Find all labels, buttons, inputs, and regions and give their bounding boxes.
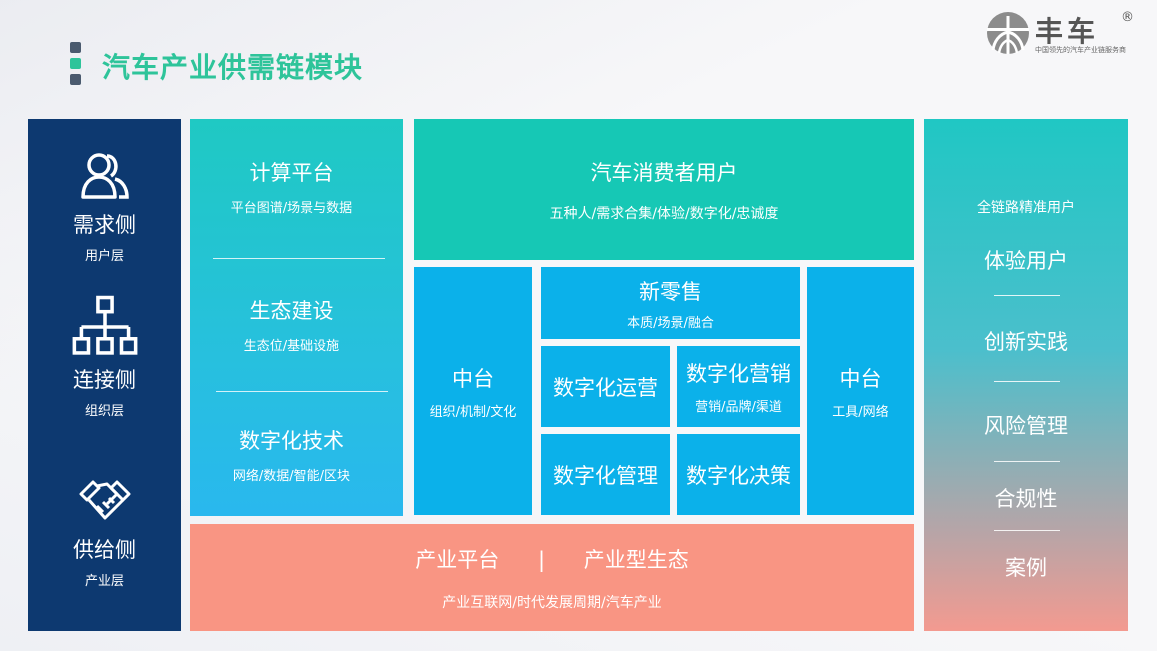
divider: [994, 461, 1060, 462]
divider: [213, 258, 385, 259]
right-heading: 全链路精准用户: [977, 200, 1075, 216]
left-column: 需求侧 用户层 连接侧 组织层 供给侧 产业层: [28, 119, 181, 631]
title-decoration: [70, 42, 82, 88]
industry-block: 产业平台 | 产业型生态 产业互联网/时代发展周期/汽车产业: [190, 524, 914, 631]
ops-title: 数字化运营: [553, 375, 658, 400]
middle-right-title: 中台: [839, 366, 882, 391]
new-retail: 新零售 本质/场景/融合: [541, 267, 800, 339]
management-title: 数字化管理: [553, 463, 658, 488]
compute-title: 计算平台: [249, 161, 334, 185]
ecology-subtitle: 生态位/基础设施: [243, 339, 340, 354]
marketing-subtitle: 营销/品牌/渠道: [695, 400, 782, 415]
connect-title: 连接侧: [73, 368, 136, 392]
connect-side: 连接侧 组织层: [28, 294, 181, 419]
marketing-title: 数字化营销: [686, 362, 791, 386]
users-icon: [80, 153, 129, 199]
digital-marketing: 数字化营销 营销/品牌/渠道: [677, 346, 800, 427]
right-item: 创新实践: [984, 330, 1068, 354]
page-title: 汽车产业供需链模块: [102, 51, 364, 84]
logo-tagline: 中国领先的汽车产业链服务商: [1035, 46, 1126, 54]
right-item: 风险管理: [984, 414, 1068, 438]
tech-subtitle: 网络/数据/智能/区块: [232, 469, 351, 484]
decision-title: 数字化决策: [686, 463, 791, 488]
demand-title: 需求侧: [73, 213, 136, 237]
ecology-building: 生态建设 生态位/基础设施: [190, 295, 393, 354]
middle-left-subtitle: 组织/机制/文化: [429, 404, 517, 420]
platform-column: 计算平台 平台图谱/场景与数据 生态建设 生态位/基础设施 数字化技术 网络/数…: [190, 119, 403, 516]
logo-text: 丰车: [1035, 15, 1100, 48]
title-dot: [70, 58, 81, 69]
supply-title: 供给侧: [73, 538, 136, 562]
digital-operations: 数字化运营: [541, 346, 670, 427]
demand-side: 需求侧 用户层: [28, 149, 181, 264]
ecology-title: 生态建设: [249, 299, 334, 323]
divider: [994, 295, 1060, 296]
tech-title: 数字化技术: [239, 429, 344, 453]
retail-title: 新零售: [639, 279, 702, 304]
divider: [994, 381, 1060, 382]
org-chart-icon: [72, 295, 137, 355]
consumer-title: 汽车消费者用户: [590, 160, 738, 185]
digital-decision: 数字化决策: [677, 434, 800, 515]
industry-platform-label: 产业平台: [415, 547, 500, 572]
supply-subtitle: 产业层: [84, 574, 124, 589]
digital-management: 数字化管理: [541, 434, 670, 515]
title-dot: [70, 42, 81, 53]
registered-mark: ®: [1121, 10, 1134, 25]
compute-subtitle: 平台图谱/场景与数据: [230, 201, 353, 216]
right-column: 全链路精准用户 体验用户 创新实践 风险管理 合规性 案例: [924, 119, 1128, 631]
middle-platform-left: 中台 组织/机制/文化: [414, 267, 532, 515]
separator: |: [537, 547, 546, 572]
compute-platform: 计算平台 平台图谱/场景与数据: [190, 157, 393, 216]
middle-right-subtitle: 工具/网络: [832, 404, 889, 420]
consumer-subtitle: 五种人/需求合集/体验/数字化/忠诚度: [549, 205, 779, 222]
divider: [216, 391, 388, 392]
right-item: 合规性: [994, 487, 1058, 511]
brand-logo: 丰车 ® 中国领先的汽车产业链服务商: [985, 10, 1135, 60]
consumer-block: 汽车消费者用户 五种人/需求合集/体验/数字化/忠诚度: [414, 119, 914, 260]
demand-subtitle: 用户层: [84, 249, 124, 264]
middle-left-title: 中台: [452, 366, 494, 391]
industry-ecology-label: 产业型生态: [583, 547, 689, 572]
title-dot: [70, 74, 81, 85]
middle-platform-right: 中台 工具/网络: [807, 267, 914, 515]
digital-tech: 数字化技术 网络/数据/智能/区块: [190, 425, 393, 484]
industry-subtitle: 产业互联网/时代发展周期/汽车产业: [442, 594, 662, 611]
right-item: 案例: [1005, 556, 1047, 580]
divider: [994, 530, 1060, 531]
logo-mark-icon: [987, 12, 1029, 54]
retail-subtitle: 本质/场景/融合: [627, 315, 714, 331]
supply-side: 供给侧 产业层: [28, 474, 181, 589]
handshake-icon: [79, 480, 130, 520]
connect-subtitle: 组织层: [84, 404, 124, 419]
industry-title: 产业平台 | 产业型生态: [415, 544, 688, 574]
right-item: 体验用户: [984, 249, 1068, 273]
